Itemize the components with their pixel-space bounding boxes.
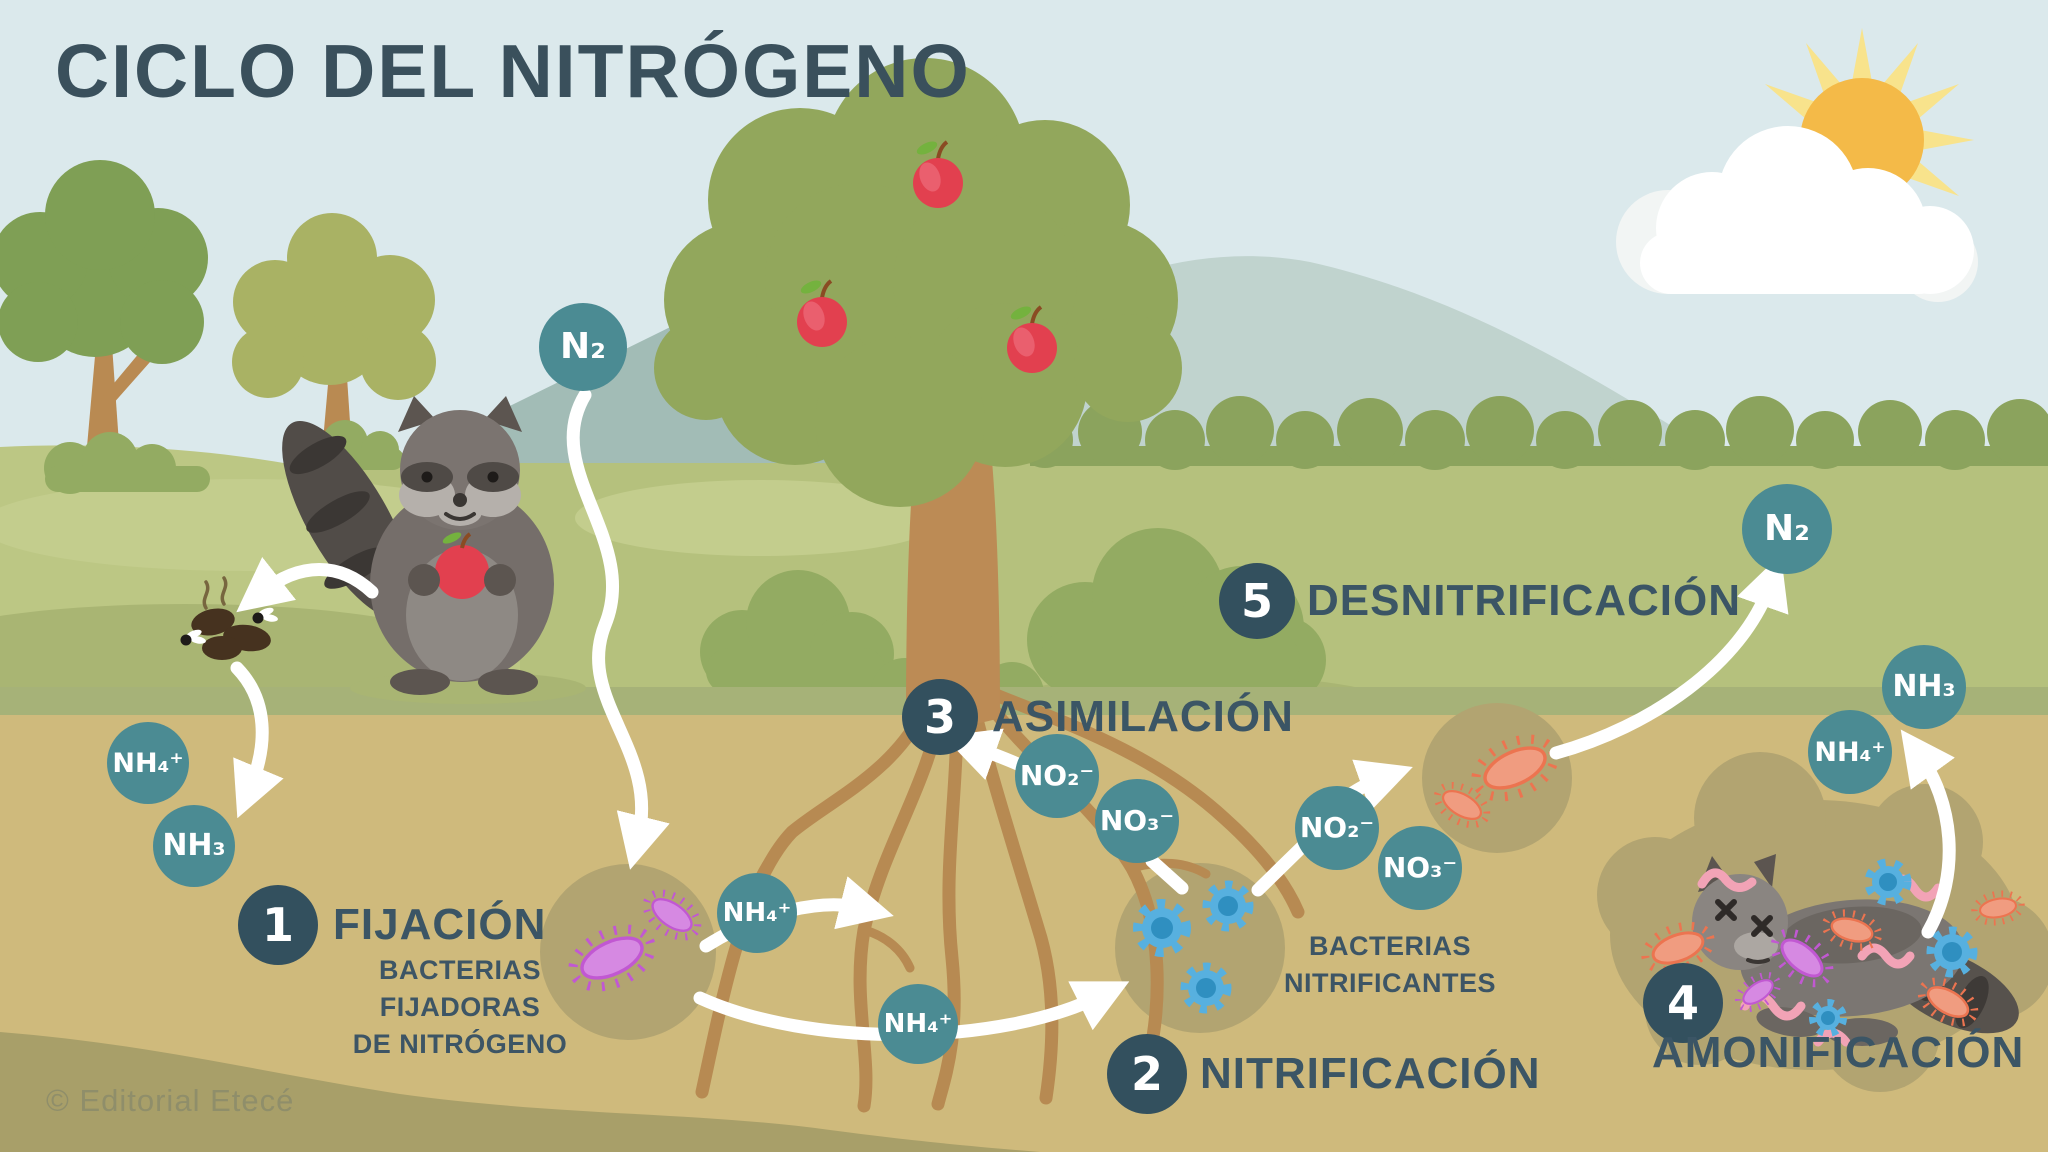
apple-tree-canopy <box>654 58 1182 507</box>
sublabel-bacterias-fijadoras: BACTERIAS FIJADORAS DE NITRÓGENO <box>352 955 568 1059</box>
page-title: CICLO DEL NITRÓGENO <box>55 29 971 113</box>
arrow-raccoon-to-feces <box>236 557 379 613</box>
tree-left-2 <box>232 213 436 470</box>
copyright-note: © Editorial Etecé <box>46 1083 295 1118</box>
blue-bacteria-icon <box>1809 858 1978 1037</box>
step-label-asimilacion: ASIMILACIÓN <box>992 692 1294 741</box>
molecule-no3-denitrification: NO₃⁻ <box>1378 826 1462 910</box>
step-label-desnitrificacion: DESNITRIFICACIÓN <box>1307 576 1741 625</box>
soil-dark-band <box>0 1032 1040 1152</box>
molecule-nh4-mid-low: NH₄⁺ <box>878 984 958 1064</box>
cloud-icon <box>1616 126 1978 302</box>
molecule-nh4-left: NH₄⁺ <box>107 722 189 804</box>
raccoon-eating-apple <box>282 396 586 704</box>
molecule-no2-denitrification: NO₂⁻ <box>1295 786 1379 870</box>
step-marker-2: 2 <box>1107 1034 1187 1114</box>
fly-icon <box>180 629 206 646</box>
molecule-nh4-right: NH₄⁺ <box>1808 710 1892 794</box>
link-nitrifying-to-no2 <box>1251 839 1310 897</box>
molecule-no2-assimilation: NO₂⁻ <box>1015 734 1099 818</box>
link-no3-to-nitrifying <box>1145 854 1189 895</box>
molecule-nh3-left: NH₃ <box>153 805 235 887</box>
arrow-n2-to-fixation <box>566 388 670 870</box>
step-label-amonificacion: AMONIFICACIÓN <box>1652 1028 2025 1077</box>
arrow-feces-to-soil <box>230 661 284 819</box>
apples <box>797 140 1057 373</box>
dead-raccoon-decomposing <box>1641 854 2025 1047</box>
molecule-n2-right: N₂ <box>1742 484 1832 574</box>
step-marker-4: 4 <box>1643 963 1723 1043</box>
apple-icon <box>797 279 847 347</box>
step-marker-3: 3 <box>902 679 978 755</box>
molecule-n2-sky: N₂ <box>539 303 627 391</box>
apple-icon <box>1007 305 1057 373</box>
arrow-carcass-to-nh4 <box>1900 729 1956 939</box>
sublabel-bacterias-nitrificantes: BACTERIAS NITRIFICANTES <box>1284 931 1496 998</box>
molecule-nh4-mid-up: NH₄⁺ <box>717 873 797 953</box>
tree-left-1 <box>0 160 210 494</box>
step-label-nitrificacion: NITRIFICACIÓN <box>1200 1049 1541 1098</box>
bush-row <box>1017 396 2048 470</box>
step-marker-5: 5 <box>1219 563 1295 639</box>
step-marker-1: 1 <box>238 885 318 965</box>
nitrifying-bacteria-icon <box>1133 880 1254 1014</box>
molecule-no3-assimilation: NO₃⁻ <box>1095 779 1179 863</box>
arrow-denitrifying-to-n2 <box>1549 554 1789 760</box>
step-label-fijacion: FIJACIÓN <box>333 900 547 949</box>
molecule-nh3-right: NH₃ <box>1882 645 1966 729</box>
apple-icon <box>913 140 963 208</box>
bush-left-of-tree <box>700 570 894 696</box>
carcass-bacteria <box>1641 858 2025 1037</box>
